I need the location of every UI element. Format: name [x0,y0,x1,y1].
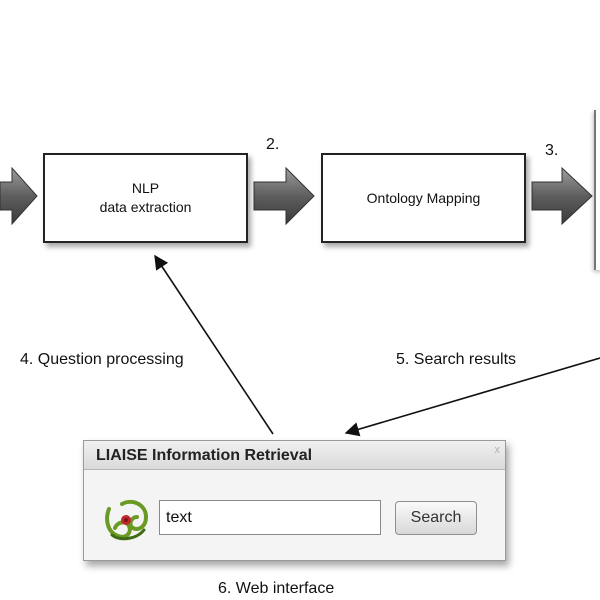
nlp-box-subtitle: data extraction [99,199,192,215]
liaise-logo-icon [105,499,149,541]
results-box-partial [594,110,600,270]
block-arrow-right-icon [531,166,593,226]
ontology-mapping-box: Ontology Mapping [321,153,526,243]
block-arrow-right-icon [253,166,315,226]
window-title: LIAISE Information Retrieval [96,447,313,464]
search-input[interactable] [159,500,381,535]
web-interface-window: LIAISE Information Retrieval x Search [83,440,506,561]
window-titlebar: LIAISE Information Retrieval x [84,441,505,470]
nlp-box-title: NLP [131,180,160,196]
nlp-extraction-box: NLP data extraction [43,153,248,243]
close-icon[interactable]: x [494,444,501,456]
step-2-label: 2. [266,136,280,153]
question-processing-label: 4. Question processing [20,351,184,368]
web-interface-label: 6. Web interface [218,580,335,597]
ontology-box-label: Ontology Mapping [366,189,481,206]
step-3-label: 3. [545,142,559,159]
search-button[interactable]: Search [395,501,477,535]
search-results-label: 5. Search results [396,351,517,368]
search-results-arrow [344,357,600,437]
question-processing-arrow [154,254,274,435]
block-arrow-right-icon [0,166,38,226]
